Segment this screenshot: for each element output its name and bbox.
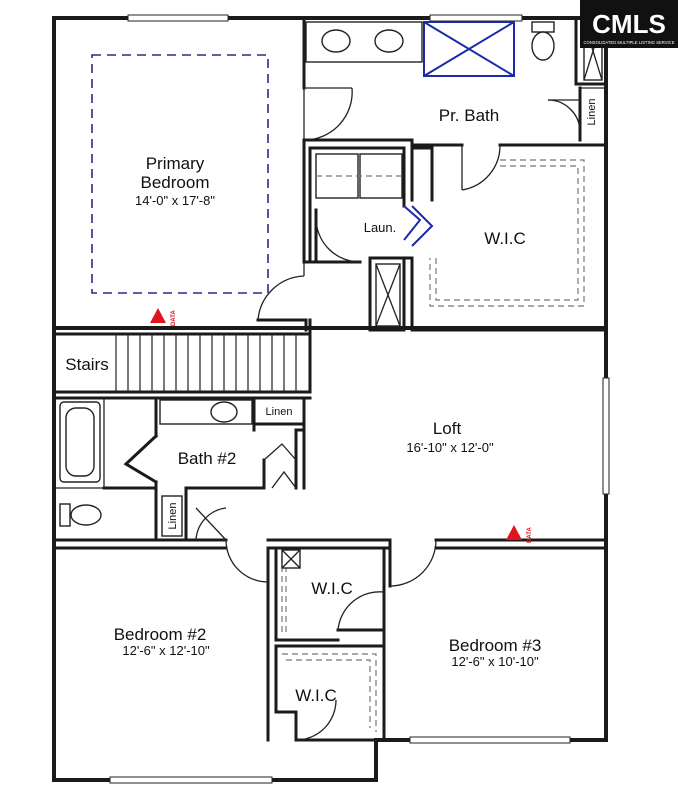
doors bbox=[195, 87, 581, 741]
data-marker-loft: DATA bbox=[506, 525, 533, 543]
logo-text: CMLS bbox=[592, 9, 666, 39]
bedroom2-label: Bedroom #2 bbox=[114, 625, 207, 644]
primary-bedroom-dims: 14'-0" x 17'-8" bbox=[135, 193, 215, 208]
fixtures bbox=[59, 21, 603, 569]
linen-top-label: Linen bbox=[586, 99, 598, 126]
primary-bedroom-label-2: Bedroom bbox=[141, 173, 210, 192]
stair-treads bbox=[115, 334, 297, 392]
bedroom3-dims: 12'-6" x 10'-10" bbox=[451, 654, 539, 669]
marker-label: DATA bbox=[527, 527, 533, 543]
loft-dims: 16'-10" x 12'-0" bbox=[406, 440, 494, 455]
pr-bath-label: Pr. Bath bbox=[439, 106, 499, 125]
wic-primary-label: W.I.C bbox=[484, 229, 526, 248]
wic-upper-label: W.I.C bbox=[311, 579, 353, 598]
wic-lower-label: W.I.C bbox=[295, 686, 337, 705]
stairs-label: Stairs bbox=[65, 355, 108, 374]
logo-subtext: CONSOLIDATED MULTIPLE LISTING SERVICE bbox=[584, 40, 675, 45]
primary-bedroom-label-1: Primary bbox=[146, 154, 205, 173]
bedroom2-dims: 12'-6" x 12'-10" bbox=[122, 643, 210, 658]
cmls-logo: CMLS CONSOLIDATED MULTIPLE LISTING SERVI… bbox=[580, 0, 678, 48]
room-labels: Primary Bedroom 14'-0" x 17'-8" Pr. Bath… bbox=[65, 99, 598, 705]
data-marker-primary: DATA bbox=[150, 308, 177, 326]
linen-hall-label: Linen bbox=[167, 503, 179, 530]
loft-label: Loft bbox=[433, 419, 462, 438]
laundry-label: Laun. bbox=[364, 220, 397, 235]
ceiling-outlines bbox=[91, 54, 585, 732]
linen-bath2-label: Linen bbox=[266, 406, 293, 418]
bedroom3-label: Bedroom #3 bbox=[449, 636, 542, 655]
bath2-label: Bath #2 bbox=[178, 449, 237, 468]
marker-label: DATA bbox=[171, 310, 177, 326]
